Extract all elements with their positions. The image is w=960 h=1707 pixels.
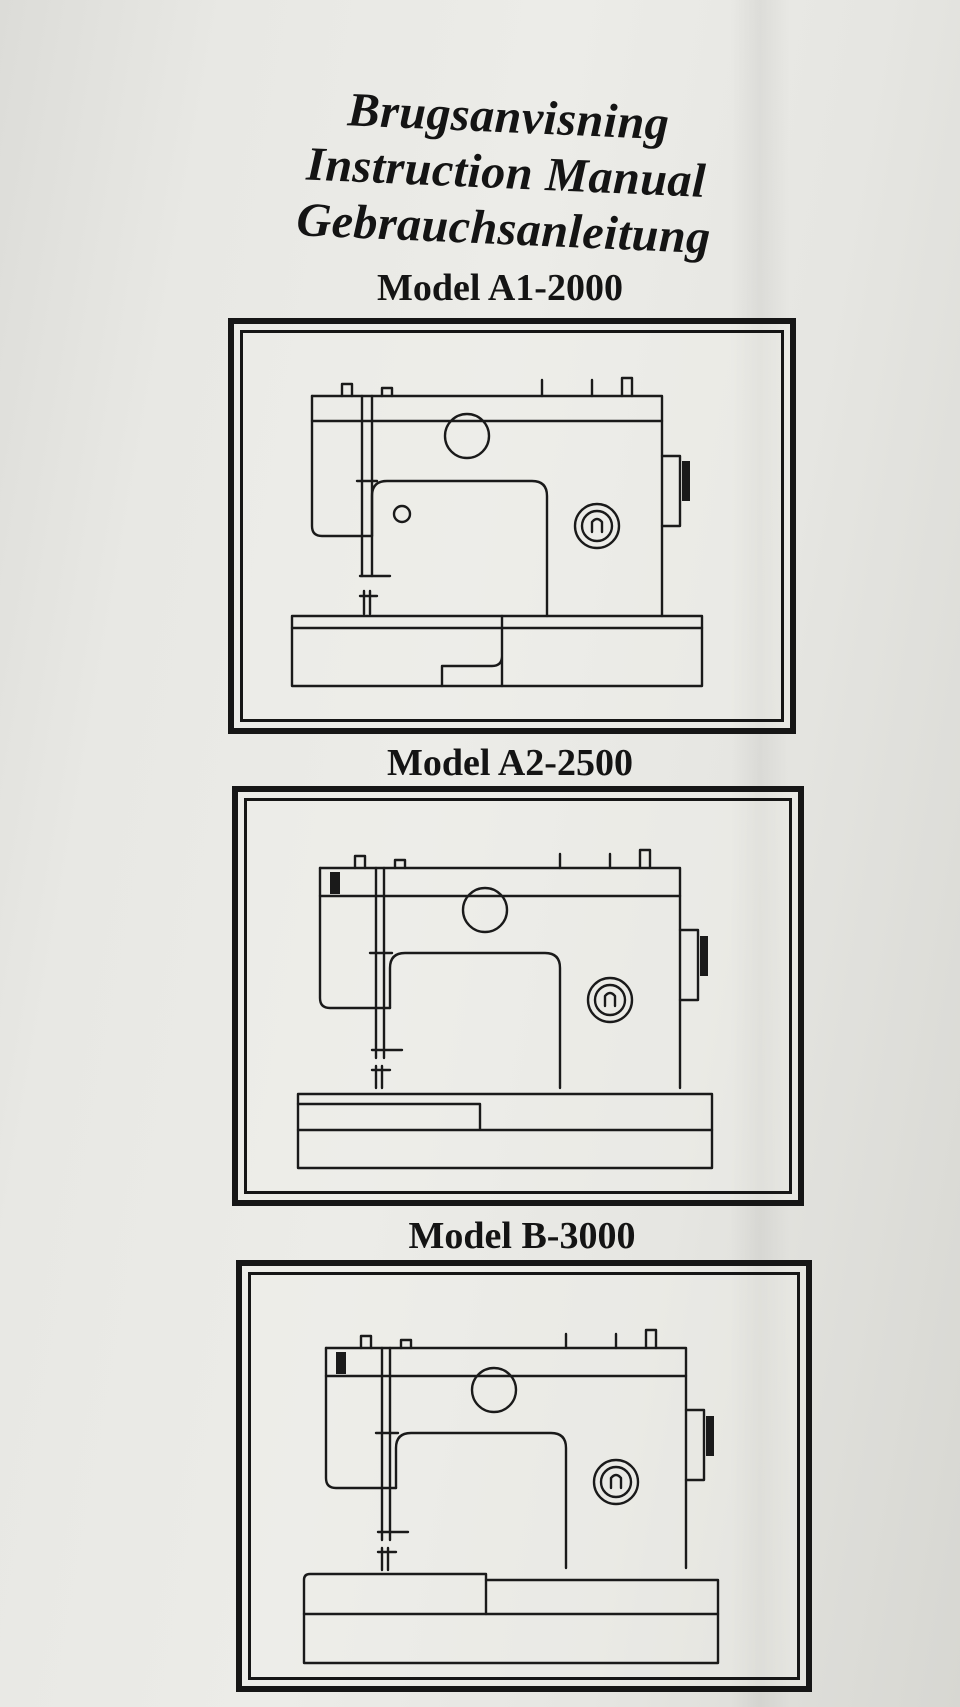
model-b-label: Model B-3000 [408, 1215, 636, 1257]
sewing-machine-icon [290, 376, 704, 688]
model-a2-frame [232, 786, 804, 1206]
model-a1-label: Model A1-2000 [377, 267, 623, 309]
model-a2-label: Model A2-2500 [387, 742, 633, 784]
sewing-machine-icon [296, 848, 714, 1170]
model-a1-frame [228, 318, 796, 734]
paper-fold-shadow [730, 0, 790, 1707]
model-b-frame [236, 1260, 812, 1692]
sewing-machine-icon [302, 1328, 720, 1665]
title-block: Brugsanvisning Instruction Manual Gebrau… [243, 78, 770, 269]
